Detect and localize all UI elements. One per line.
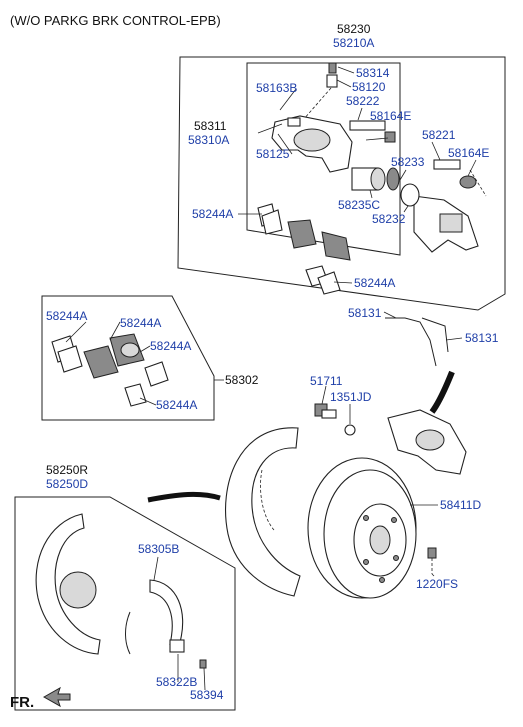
label-58322B[interactable]: 58322B: [156, 675, 197, 689]
label-58164E-a[interactable]: 58164E: [370, 109, 411, 123]
label-58314[interactable]: 58314: [356, 66, 390, 80]
pad-clips-upper: [257, 203, 283, 235]
label-58411D[interactable]: 58411D: [440, 498, 481, 512]
assembly-arrow-a: [429, 370, 455, 414]
diagram-title: (W/O PARKG BRK CONTROL-EPB): [10, 13, 221, 28]
label-58235C[interactable]: 58235C: [338, 198, 380, 212]
washer-1351JD: [344, 424, 356, 436]
pad-kit-frame: [41, 295, 215, 421]
label-58244A-2[interactable]: 58244A: [354, 276, 395, 290]
label-58230: 58230: [337, 22, 371, 36]
label-58244A-4[interactable]: 58244A: [120, 316, 161, 330]
pad-clips-lower: [305, 265, 341, 295]
hold-down-pin-58394: [199, 659, 207, 669]
label-1351JD[interactable]: 1351JD: [330, 390, 372, 404]
bleeder-screw: [326, 62, 338, 88]
piston: [351, 167, 386, 191]
label-58394[interactable]: 58394: [190, 688, 224, 702]
guide-pin-bolt-58164E: [384, 131, 396, 143]
pad-kit-clips: [51, 335, 169, 407]
label-58120[interactable]: 58120: [352, 80, 386, 94]
label-58244A-1[interactable]: 58244A: [192, 207, 233, 221]
label-58244A-3[interactable]: 58244A: [46, 309, 87, 323]
spring-58131-b: [421, 317, 449, 353]
dust-shield: [225, 427, 301, 597]
caliper-assembly-frame: [177, 56, 506, 311]
guide-pin-bolt-58164E-b: [459, 175, 477, 189]
label-58305B[interactable]: 58305B: [138, 542, 179, 556]
label-58164E-b[interactable]: 58164E: [448, 146, 489, 160]
label-58131-a[interactable]: 58131: [348, 306, 382, 320]
guide-pin: [349, 120, 386, 131]
caliper-mounting-bolt: [314, 403, 337, 419]
spring-58131-a: [385, 317, 437, 367]
label-58163B[interactable]: 58163B: [256, 81, 297, 95]
label-58302: 58302: [225, 373, 259, 387]
label-58221[interactable]: 58221: [422, 128, 456, 142]
caliper-housing: [271, 115, 353, 173]
caliper-body-frame: [246, 62, 401, 256]
guide-pin-boot: [433, 159, 461, 170]
label-58311: 58311: [194, 119, 227, 133]
label-58233[interactable]: 58233: [391, 155, 425, 169]
leader-lines: [65, 66, 477, 691]
leader-pin-b: [469, 169, 487, 197]
front-arrow-icon: [42, 686, 71, 708]
adjuster-58322B: [169, 639, 185, 653]
label-1220FS[interactable]: 1220FS: [416, 577, 458, 591]
piston-seal: [386, 167, 400, 191]
assembly-arrow-b: [147, 491, 221, 503]
brake-pads-caliper: [287, 219, 351, 261]
backing-plate-frame: [14, 496, 236, 711]
label-58222[interactable]: 58222: [346, 94, 380, 108]
disc-screw-1220FS: [427, 547, 437, 574]
label-58250R: 58250R: [46, 463, 88, 477]
front-direction-indicator: FR.: [10, 686, 71, 711]
label-58250D[interactable]: 58250D: [46, 477, 88, 491]
piston-dust-boot: [400, 183, 420, 207]
label-51711[interactable]: 51711: [310, 374, 343, 388]
label-58310A[interactable]: 58310A: [188, 133, 229, 147]
label-58210A[interactable]: 58210A: [333, 36, 374, 50]
backing-plate: [35, 513, 101, 655]
caliper-bracket: [413, 195, 479, 253]
label-58232[interactable]: 58232: [372, 212, 406, 226]
rear-caliper-assembly: [387, 409, 467, 475]
label-58131-b[interactable]: 58131: [465, 331, 499, 345]
pad-kit-pads: [83, 333, 145, 379]
label-58244A-5[interactable]: 58244A: [150, 339, 191, 353]
label-58244A-6[interactable]: 58244A: [156, 398, 197, 412]
front-direction-label: FR.: [10, 694, 34, 711]
label-58125[interactable]: 58125: [256, 147, 290, 161]
leader-bleeder: [302, 87, 332, 121]
brake-disc: [307, 457, 417, 599]
